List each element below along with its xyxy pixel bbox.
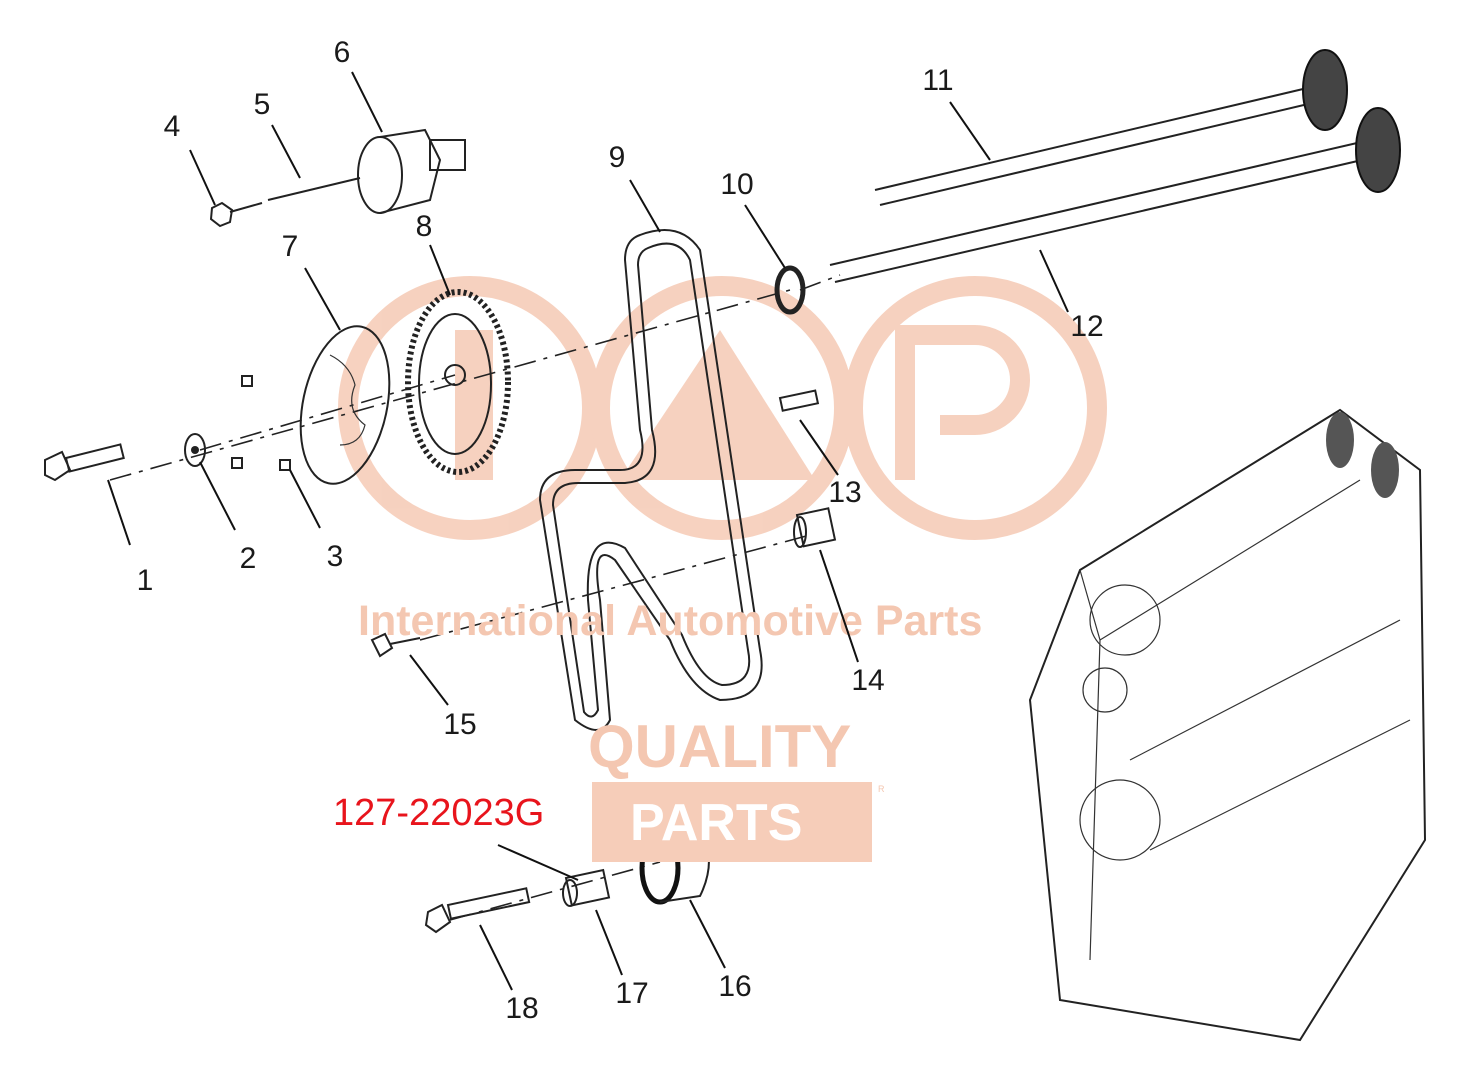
callout-number-17: 17 <box>615 977 648 1010</box>
engine-assembly-illustration <box>1028 408 1427 1042</box>
part-5-stud <box>267 177 361 201</box>
part-8-camshaft-sprocket <box>405 289 511 475</box>
callout-number-8: 8 <box>416 210 433 243</box>
callout-number-2: 2 <box>240 542 257 575</box>
part-7-backing-plate <box>299 325 391 485</box>
part-6-tensioner <box>357 128 466 214</box>
callout-number-18: 18 <box>505 992 538 1025</box>
watermark-tagline: International Automotive Parts <box>358 597 982 645</box>
callout-number-7: 7 <box>282 230 299 263</box>
part-12-exhaust-camshaft <box>829 107 1401 283</box>
callout-leader-1 <box>107 479 131 546</box>
part-3-screws <box>231 375 291 471</box>
callout-number-1: 1 <box>137 564 154 597</box>
callout-leader-14 <box>819 549 859 663</box>
callout-leader-4 <box>189 149 216 206</box>
callout-leader-5 <box>271 124 301 179</box>
callout-number-12: 12 <box>1070 310 1103 343</box>
highlighted-part-number: 127-22023G <box>333 792 544 834</box>
callout-number-4: 4 <box>164 110 181 143</box>
highlight-leader-line <box>497 844 579 881</box>
watermark-logo <box>338 276 1107 540</box>
part-4-nut <box>209 201 263 228</box>
part-14-bush <box>793 507 837 548</box>
callout-number-6: 6 <box>334 36 351 69</box>
part-10-oil-seal <box>774 265 806 315</box>
callout-leader-11 <box>949 101 991 161</box>
callout-leader-3 <box>289 469 321 529</box>
callout-leader-18 <box>479 924 513 991</box>
part-17-spacer <box>562 868 611 907</box>
callout-leader-2 <box>199 461 236 531</box>
callout-number-16: 16 <box>718 970 751 1003</box>
callout-leader-7 <box>304 267 341 331</box>
part-9-timing-belt <box>538 229 763 731</box>
watermark-parts: PARTS <box>630 794 802 852</box>
callout-number-14: 14 <box>851 664 884 697</box>
callout-number-5: 5 <box>254 88 271 121</box>
callout-leader-10 <box>744 204 786 269</box>
part-11-intake-camshaft <box>874 49 1348 206</box>
callout-number-3: 3 <box>327 540 344 573</box>
watermark-registered: R <box>878 784 885 794</box>
part-13-dowel-pin <box>778 389 820 412</box>
part-18-bolt <box>424 887 531 934</box>
callout-leader-15 <box>409 654 449 706</box>
part-15-bolt <box>370 632 421 658</box>
callout-leader-16 <box>689 899 726 969</box>
callout-number-9: 9 <box>609 141 626 174</box>
callout-leader-12 <box>1039 249 1069 313</box>
callout-leader-9 <box>629 179 661 233</box>
callout-number-11: 11 <box>922 64 953 97</box>
part-1-bolt <box>44 443 125 482</box>
watermark-quality: QUALITY <box>588 713 851 780</box>
callout-leader-13 <box>799 419 839 476</box>
callout-leader-8 <box>429 244 451 296</box>
callout-number-10: 10 <box>720 168 753 201</box>
watermark-parts-box <box>592 782 872 862</box>
callout-leader-6 <box>351 71 383 133</box>
callout-number-13: 13 <box>828 476 861 509</box>
callout-number-15: 15 <box>443 708 476 741</box>
part-2-washer <box>184 433 206 467</box>
callout-leader-17 <box>595 909 623 976</box>
